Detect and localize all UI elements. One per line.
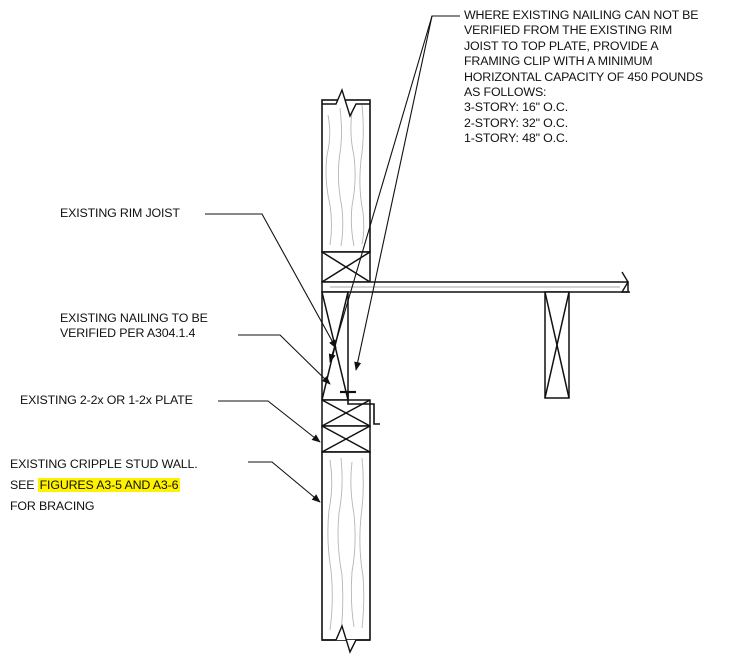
framing-clip-line: 1-STORY: 48" O.C. bbox=[464, 131, 568, 146]
cripple-stud-wall bbox=[321, 451, 371, 654]
framing-clip-note: WHERE EXISTING NAILING CAN NOT BE VERIFI… bbox=[464, 8, 703, 147]
upper-blocking bbox=[321, 251, 371, 283]
plate-label: EXISTING 2-2x OR 1-2x PLATE bbox=[20, 393, 193, 407]
framing-clip-line: HORIZONTAL CAPACITY OF 450 POUNDS bbox=[464, 69, 704, 84]
cripple-wall-bracing: FOR BRACING bbox=[10, 499, 95, 513]
framing-clip-line: AS FOLLOWS: bbox=[464, 85, 547, 100]
cripple-wall-note: EXISTING CRIPPLE STUD WALL. SEE FIGURES … bbox=[10, 454, 198, 517]
nailing-line: VERIFIED PER A304.1.4 bbox=[60, 326, 196, 341]
leader-framing-clip-2 bbox=[354, 15, 433, 371]
see-word: SEE bbox=[10, 478, 35, 492]
rim-joist-note: EXISTING RIM JOIST bbox=[60, 206, 180, 221]
nailing-note: EXISTING NAILING TO BE VERIFIED PER A304… bbox=[60, 311, 208, 342]
framing-clip-line: VERIFIED FROM THE EXISTING RIM bbox=[464, 23, 672, 38]
framing-clip-line: FRAMING CLIP WITH A MINIMUM bbox=[464, 54, 653, 69]
framing-clip-line: 2-STORY: 32" O.C. bbox=[464, 115, 568, 130]
framing-clip-line: 3-STORY: 16" O.C. bbox=[464, 100, 568, 115]
framing-clip-line: WHERE EXISTING NAILING CAN NOT BE bbox=[464, 8, 699, 22]
leader-nailing bbox=[238, 334, 331, 385]
upper-stud-wall bbox=[321, 87, 371, 253]
leader-cripple-wall bbox=[248, 461, 321, 503]
cripple-wall-label: EXISTING CRIPPLE STUD WALL. bbox=[10, 457, 198, 471]
framing-clip bbox=[340, 390, 380, 425]
floor-joist bbox=[544, 291, 570, 399]
plate-note: EXISTING 2-2x OR 1-2x PLATE bbox=[20, 393, 193, 408]
figures-reference-link[interactable]: FIGURES A3-5 AND A3-6 bbox=[37, 478, 181, 492]
nailing-line: EXISTING NAILING TO BE bbox=[60, 311, 208, 325]
top-plates bbox=[321, 399, 371, 453]
leader-plate bbox=[218, 400, 321, 443]
floor-sheathing bbox=[321, 271, 630, 293]
leader-rim-joist bbox=[205, 213, 337, 349]
cripple-wall-see-line: SEE FIGURES A3-5 AND A3-6 bbox=[10, 475, 198, 496]
framing-clip-line: JOIST TO TOP PLATE, PROVIDE A bbox=[464, 38, 659, 53]
leader-lines bbox=[205, 15, 460, 503]
rim-joist-label: EXISTING RIM JOIST bbox=[60, 206, 180, 220]
